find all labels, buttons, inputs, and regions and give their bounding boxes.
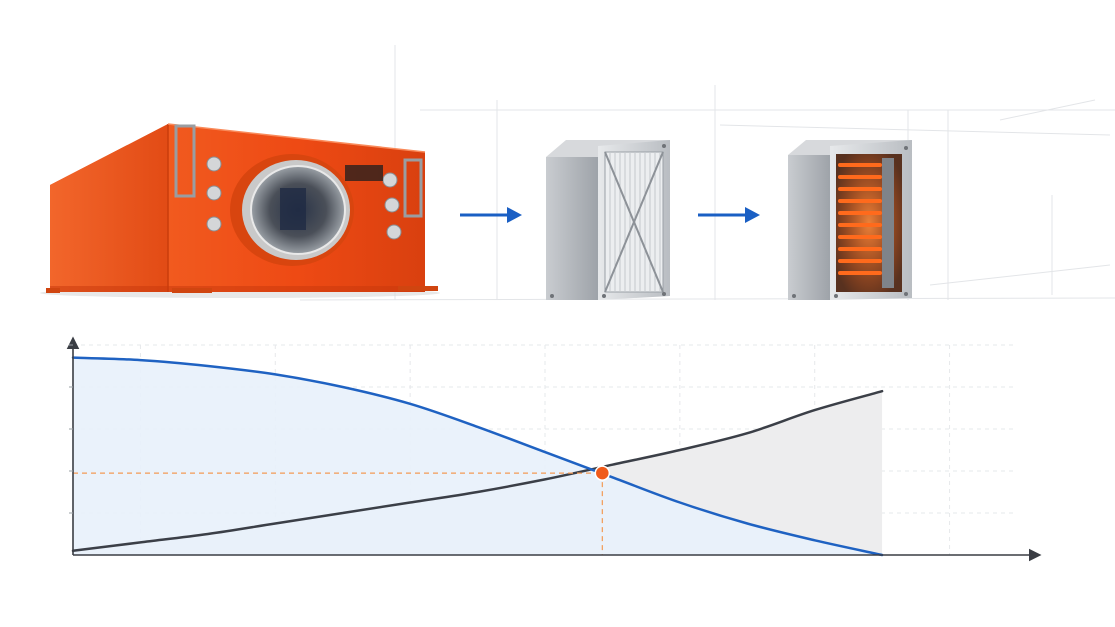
chart-lines xyxy=(71,356,884,557)
series-1-area xyxy=(73,357,883,555)
series-1-line xyxy=(71,356,884,557)
air-filter-icon xyxy=(546,140,670,300)
chart xyxy=(66,336,1042,562)
electric-heater-icon xyxy=(788,140,912,300)
chart-guides xyxy=(73,472,603,555)
intersection-point xyxy=(594,465,611,481)
background-lines xyxy=(299,45,1115,301)
chart-areas xyxy=(73,357,883,555)
ventilation-unit-icon xyxy=(40,123,440,298)
chart-markers xyxy=(594,465,611,481)
series-2-line xyxy=(71,389,884,553)
arrow-right-icon xyxy=(460,207,522,223)
arrow-right-icon xyxy=(698,207,760,223)
chart-axes xyxy=(66,336,1042,562)
